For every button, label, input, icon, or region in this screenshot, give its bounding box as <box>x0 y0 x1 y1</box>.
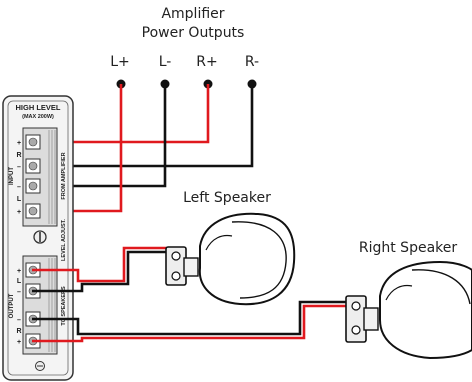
input-channel-l: L <box>17 196 22 203</box>
amplifier-title-line2: Power Outputs <box>142 25 245 41</box>
input-sign-1: + <box>17 140 21 147</box>
wire-right-speaker-minus <box>32 300 350 336</box>
wire-r-minus <box>32 84 254 168</box>
wire-r-plus <box>32 84 210 144</box>
output-sign-4: + <box>17 339 21 346</box>
wire-l-minus <box>32 84 167 188</box>
right-speaker-illustration <box>345 260 472 360</box>
output-label: OUTPUT <box>9 293 15 318</box>
from-amplifier-label: FROM AMPLIFIER <box>61 152 67 199</box>
input-sign-2: – <box>17 164 21 171</box>
output-sign-2: – <box>17 289 21 296</box>
terminal-label-r-minus: R- <box>245 54 259 70</box>
left-speaker-label: Left Speaker <box>183 190 271 206</box>
amplifier-title-line1: Amplifier <box>161 6 224 22</box>
input-sign-3: – <box>17 184 21 191</box>
high-level-panel: HIGH LEVEL (MAX 200W) + – – + R L <box>2 95 74 381</box>
to-speakers-label: TO SPEAKERS <box>61 286 67 326</box>
output-channel-l: L <box>17 278 22 285</box>
input-channel-r: R <box>16 152 21 159</box>
input-label: INPUT <box>9 167 15 185</box>
level-adjust-label: LEVEL ADJUST. <box>61 219 67 261</box>
input-sign-4: + <box>17 209 21 216</box>
terminal-label-l-minus: L- <box>159 54 172 70</box>
left-speaker-illustration <box>165 212 296 306</box>
panel-heading: HIGH LEVEL <box>15 103 60 112</box>
terminal-label-r-plus: R+ <box>196 54 217 70</box>
output-channel-r: R <box>16 328 21 335</box>
terminal-label-l-plus: L+ <box>110 54 130 70</box>
wire-left-speaker-plus <box>32 246 172 283</box>
right-speaker-label: Right Speaker <box>359 240 458 256</box>
output-sign-3: – <box>17 317 21 324</box>
wire-right-speaker-plus <box>32 304 350 343</box>
wire-left-speaker-minus <box>32 250 172 293</box>
panel-subheading: (MAX 200W) <box>22 114 54 120</box>
output-sign-1: + <box>17 268 21 275</box>
